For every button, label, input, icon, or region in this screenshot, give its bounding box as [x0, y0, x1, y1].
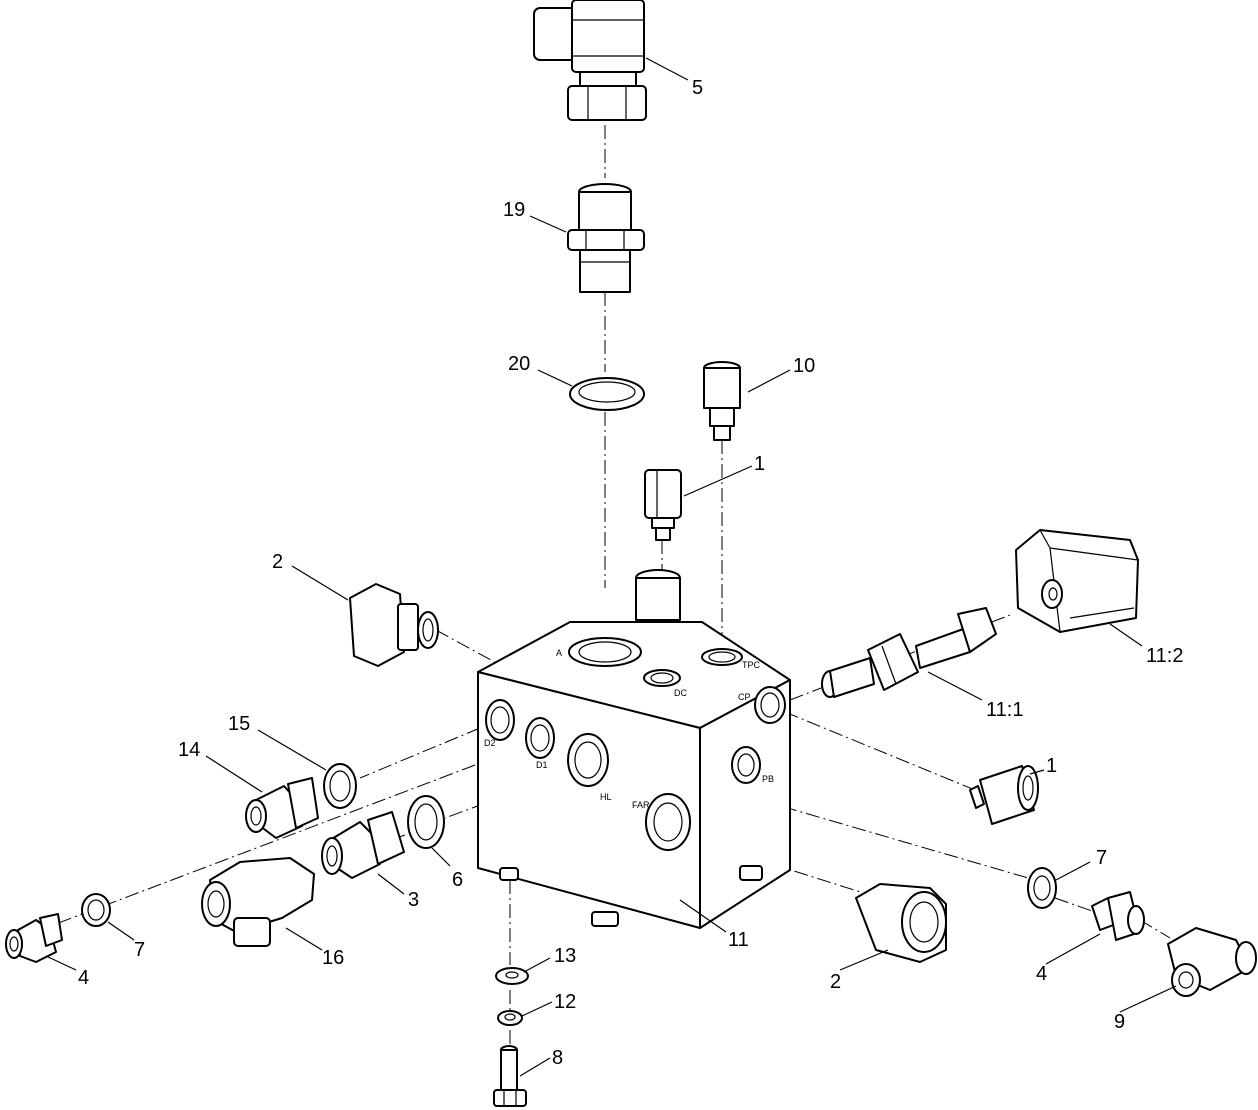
callout-1-right: 1 — [1046, 755, 1057, 777]
callout-4-left: 4 — [78, 967, 89, 989]
callout-1-top: 1 — [754, 453, 765, 475]
callout-10: 10 — [793, 355, 815, 377]
callout-13: 13 — [554, 945, 576, 967]
callout-2-bottom: 2 — [830, 971, 841, 993]
callouts: 5 19 20 10 1 2 11:2 11:1 15 14 1 7 6 3 1… — [78, 77, 1183, 1069]
lock-washer-part-12 — [497, 1010, 523, 1026]
washer-part-7-right — [1027, 867, 1057, 909]
bolt-part-8 — [493, 1045, 527, 1107]
callout-3: 3 — [408, 889, 419, 911]
o-ring-part-6 — [407, 795, 445, 849]
fitting-part-1-top — [644, 469, 682, 541]
fitting-part-1-right — [969, 765, 1039, 825]
adapter-part-19 — [567, 183, 645, 293]
callout-7-left: 7 — [134, 939, 145, 961]
port-label-dc: DC — [674, 688, 687, 698]
port-label-far: FAR — [632, 800, 650, 810]
fitting-part-14 — [245, 777, 319, 839]
callout-4-right: 4 — [1036, 963, 1047, 985]
elbow-part-16 — [201, 857, 315, 947]
fitting-part-2-left — [349, 583, 439, 667]
port-label-pb: PB — [762, 774, 774, 784]
callout-11-2: 11:2 — [1146, 645, 1183, 667]
callout-19: 19 — [503, 199, 525, 221]
washer-part-13 — [495, 967, 529, 985]
callout-6: 6 — [452, 869, 463, 891]
callout-7-right: 7 — [1096, 847, 1107, 869]
callout-15: 15 — [228, 713, 250, 735]
elbow-part-9 — [1167, 927, 1257, 997]
callout-11: 11 — [728, 929, 749, 951]
o-ring-part-20 — [569, 377, 645, 411]
callout-20: 20 — [508, 353, 530, 375]
callout-2-left: 2 — [272, 551, 283, 573]
port-label-a: A — [556, 648, 562, 658]
port-label-hl: HL — [600, 792, 612, 802]
manifold-block-part-11 — [477, 621, 791, 929]
port-label-tpc: TPC — [742, 660, 761, 670]
callout-5: 5 — [692, 77, 703, 99]
callout-12: 12 — [554, 991, 576, 1013]
port-label-cp: CP — [738, 692, 751, 702]
callout-14: 14 — [178, 739, 200, 761]
fitting-part-3 — [321, 811, 405, 879]
fitting-part-4-right — [1091, 891, 1145, 941]
washer-part-7-left — [81, 893, 111, 927]
port-labels: A DC TPC CP D2 D1 HL PB FAR — [484, 648, 774, 810]
port-label-d1: D1 — [536, 760, 548, 770]
leader-lines — [45, 57, 1177, 1077]
port-label-d2: D2 — [484, 738, 496, 748]
elbow-fitting-part-5 — [533, 0, 647, 121]
callout-9: 9 — [1114, 1011, 1125, 1033]
solenoid-stem-part-11-1 — [821, 607, 997, 698]
fitting-part-4-left — [5, 913, 63, 963]
callout-16: 16 — [322, 947, 344, 969]
o-ring-part-15 — [323, 763, 357, 809]
fitting-part-2-bottom — [855, 883, 947, 963]
solenoid-coil-part-11-2 — [1015, 529, 1139, 633]
callout-8: 8 — [552, 1047, 563, 1069]
plug-part-10 — [703, 361, 741, 441]
callout-11-1: 11:1 — [986, 699, 1023, 721]
